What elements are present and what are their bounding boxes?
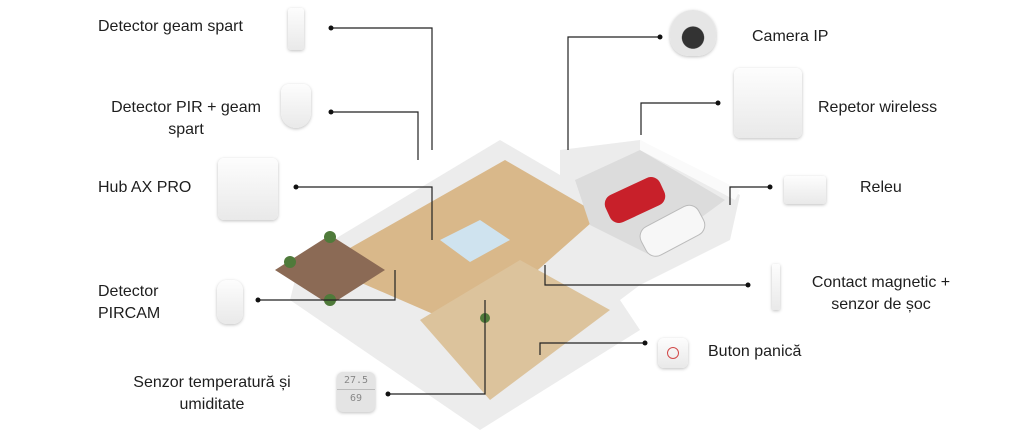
white-car [639,204,706,257]
magnetic-contact-icon [772,264,780,310]
red-car [604,177,666,223]
label-detector-pir: Detector PIR + geam spart [111,99,261,138]
house-floor-plan [275,140,740,430]
glass-break-detector-icon [288,8,304,50]
label-releu: Releu [860,179,902,196]
humidity-readout: 69 [349,393,363,404]
label-senzor-temperatura: Senzor temperatură și umiditate [133,374,291,413]
label-detector-pircam: Detector PIRCAM [98,283,161,322]
label-detector-geam-spart: Detector geam spart [98,18,243,35]
thermometer-icon: 27.5 69 [337,372,375,412]
connector-dots [255,25,773,397]
repeater-icon [734,68,802,138]
label-hub-ax-pro: Hub AX PRO [98,179,192,196]
label-repetor-wireless: Repetor wireless [818,99,938,116]
pircam-icon [217,280,243,324]
temperature-readout: 27.5 [337,372,375,390]
label-camera-ip: Camera IP [752,28,829,45]
dome-camera-icon [670,10,716,56]
label-buton-panica: Buton panică [708,343,802,360]
label-contact-magnetic: Contact magnetic + senzor de șoc [811,274,951,313]
pir-detector-icon [281,84,311,128]
panic-button-icon [658,338,688,368]
hub-icon [218,158,278,220]
connector-lines [258,27,770,395]
relay-icon [784,176,826,204]
